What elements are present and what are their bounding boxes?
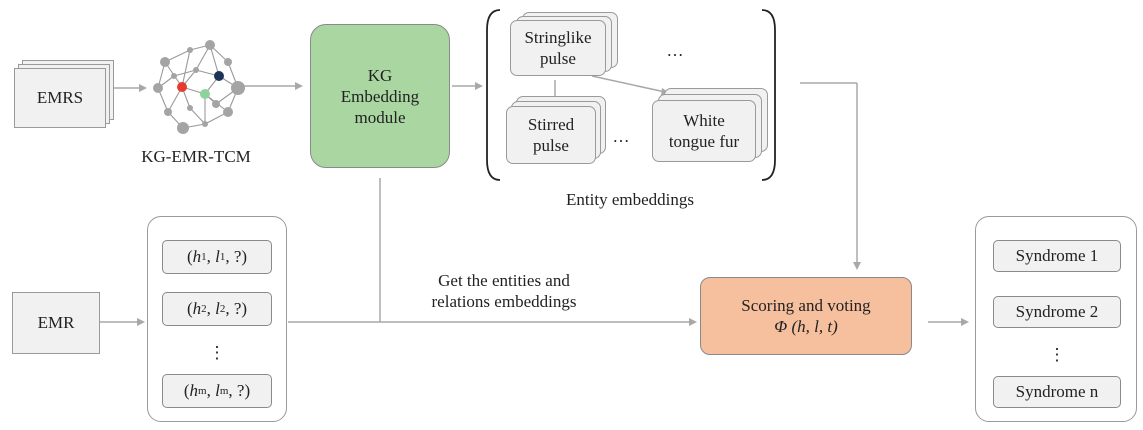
kg-embedding-module: KG Embedding module xyxy=(310,24,450,168)
scoring-title: Scoring and voting xyxy=(741,296,871,315)
emrs-doc-front: EMRS xyxy=(14,68,106,128)
get-embeddings-line-2: relations embeddings xyxy=(431,292,577,311)
syndrome-vdots: ⋮ xyxy=(1048,345,1066,364)
stringlike-line-2: pulse xyxy=(540,49,576,68)
navy-entity-node xyxy=(214,71,224,81)
module-line-1: KG xyxy=(367,65,393,85)
white-line-1: White xyxy=(683,111,725,130)
kg-name-label: KG-EMR-TCM xyxy=(141,147,251,166)
stirred-line-2: pulse xyxy=(533,136,569,155)
scoring-and-voting-box: Scoring and voting Φ (h, l, t) xyxy=(700,277,912,355)
scoring-formula: Φ (h, l, t) xyxy=(774,317,838,336)
white-line-2: tongue fur xyxy=(668,132,740,151)
stringlike-line-1: Stringlike xyxy=(524,28,592,47)
stringlike-pulse-card: Stringlike pulse xyxy=(510,20,606,76)
arrow-stringlike-to-white xyxy=(591,75,666,93)
right-bracket xyxy=(761,9,776,181)
entity-embeddings-caption: Entity embeddings xyxy=(566,190,694,209)
green-entity-node xyxy=(200,89,210,99)
syndrome-n: Syndrome n xyxy=(993,376,1121,408)
get-embeddings-label: Get the entities and relations embedding… xyxy=(404,270,604,312)
get-embeddings-line-1: Get the entities and xyxy=(438,271,570,290)
emr-doc: EMR xyxy=(12,292,100,354)
module-line-3: module xyxy=(354,107,406,127)
module-line-2: Embedding xyxy=(340,86,420,106)
left-bracket xyxy=(486,9,501,181)
red-entity-node xyxy=(177,82,187,92)
ellipsis-middle: … xyxy=(612,127,630,146)
stirred-line-1: Stirred xyxy=(527,115,575,134)
ellipsis-top: … xyxy=(666,41,684,60)
stirred-pulse-card: Stirred pulse xyxy=(506,106,596,164)
query-vdots: ⋮ xyxy=(208,343,226,362)
emrs-label: EMRS xyxy=(36,88,84,107)
emr-label: EMR xyxy=(37,313,75,332)
white-tongue-fur-card: White tongue fur xyxy=(652,100,756,162)
knowledge-graph-icon xyxy=(153,40,245,134)
syndrome-2: Syndrome 2 xyxy=(993,296,1121,328)
syndrome-1: Syndrome 1 xyxy=(993,240,1121,272)
